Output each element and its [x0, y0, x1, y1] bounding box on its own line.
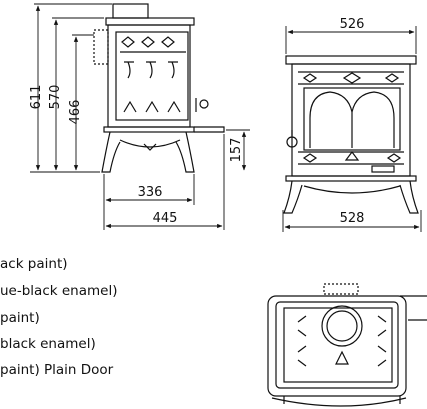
dim-611: 611 — [29, 85, 44, 110]
front-dimension-lines — [282, 26, 422, 232]
legend-item-4: black enamel) — [0, 336, 96, 352]
door-handle — [286, 136, 298, 148]
front-view — [283, 55, 419, 214]
rear-outlet — [93, 29, 109, 65]
dim-445: 445 — [153, 211, 178, 226]
legend-item-5: paint) Plain Door — [0, 362, 114, 378]
top-view — [267, 283, 427, 407]
legend-item-2: ue-black enamel) — [0, 283, 118, 299]
dim-570: 570 — [48, 85, 63, 110]
legend-item-1: ack paint) — [0, 256, 68, 272]
front-leg — [101, 131, 121, 173]
legend-item-3: paint) — [0, 310, 40, 326]
flue-pipe — [112, 3, 149, 19]
front-top-plate — [285, 55, 417, 65]
dim-157: 157 — [229, 138, 244, 163]
ash-tray-shelf — [194, 126, 225, 133]
side-body — [107, 24, 191, 128]
dim-466: 466 — [68, 100, 83, 125]
dim-528: 528 — [340, 211, 365, 226]
front-door — [303, 87, 401, 151]
top-front-edge — [271, 397, 407, 407]
flue-collar — [321, 305, 363, 347]
dim-336: 336 — [138, 185, 163, 200]
side-dimension-lines — [30, 3, 250, 230]
top-plate — [267, 295, 407, 397]
dim-526: 526 — [340, 17, 365, 32]
top-rear-outlet — [323, 283, 359, 295]
rear-leg — [175, 131, 195, 173]
side-view — [93, 3, 225, 173]
